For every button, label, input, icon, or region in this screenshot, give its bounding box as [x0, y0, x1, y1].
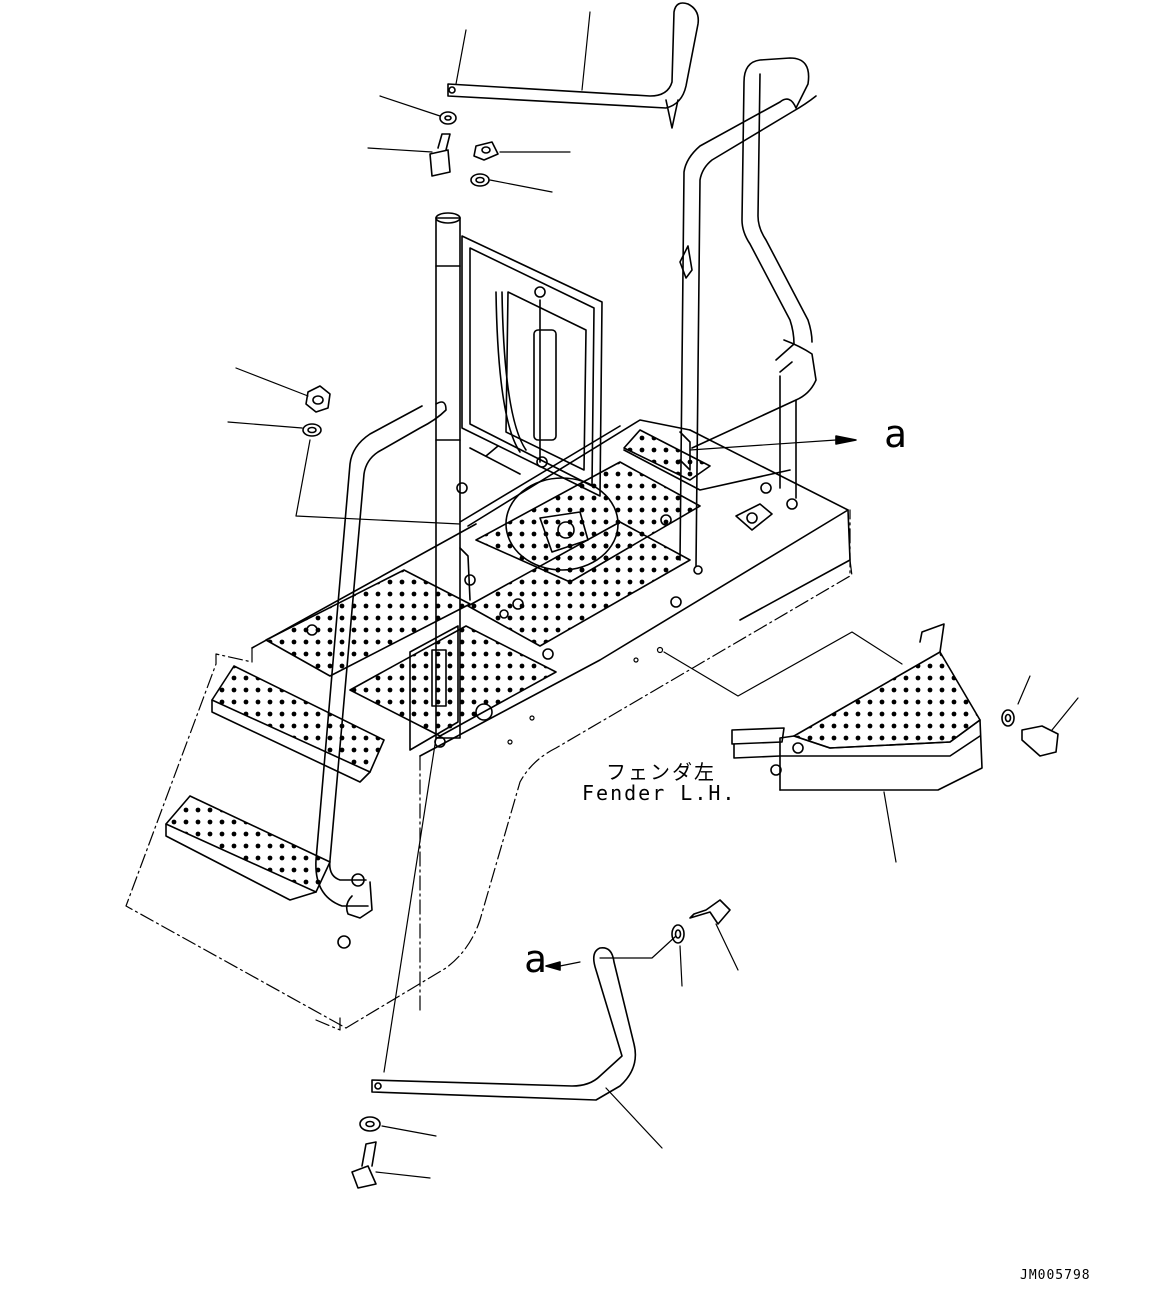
left-fasteners	[227, 367, 461, 525]
nut	[473, 141, 499, 161]
right-handrail	[679, 57, 817, 567]
left-post	[435, 212, 461, 739]
bolt	[1021, 725, 1059, 757]
washer	[470, 173, 490, 187]
bolt	[689, 899, 731, 925]
washer	[359, 1116, 381, 1132]
washer	[302, 423, 322, 437]
upper-fasteners	[367, 95, 571, 193]
fender-cover	[731, 623, 983, 863]
upper-handrail	[447, 2, 700, 129]
nut	[305, 385, 331, 413]
deck-bracket	[670, 482, 798, 608]
perforated-panels	[265, 429, 711, 737]
fender-label-english: Fender L.H.	[582, 781, 737, 805]
washer	[439, 111, 457, 125]
step-upper	[211, 665, 385, 783]
fender-label-japanese: フェンダ左	[606, 760, 716, 784]
platform-deck	[251, 419, 851, 757]
drawing-id: JM005798	[1020, 1268, 1091, 1283]
washer	[1001, 709, 1015, 727]
step-lower	[165, 795, 331, 901]
ladder-outline	[125, 509, 853, 1031]
lower-handrail	[371, 935, 677, 1149]
mount-plate	[409, 547, 509, 751]
bolt	[351, 1165, 377, 1189]
bolt	[429, 149, 451, 177]
reference-label-a-lower: a	[524, 937, 547, 981]
reference-label-a-upper: a	[884, 412, 907, 456]
fender-holes	[507, 646, 664, 745]
washer	[671, 924, 685, 944]
right-fasteners	[1001, 675, 1079, 757]
lower-fasteners	[351, 899, 739, 1189]
